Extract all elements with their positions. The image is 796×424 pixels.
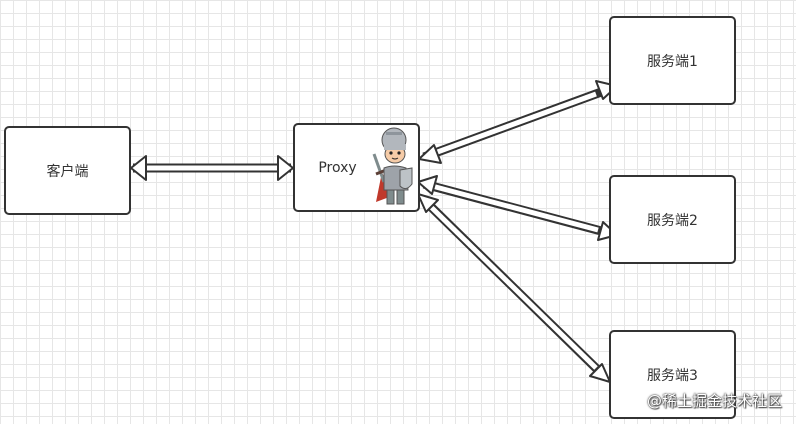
arrow-client-proxy [130, 155, 294, 181]
arrow-proxy-server2 [417, 175, 618, 241]
server1-label: 服务端1 [647, 53, 698, 70]
server1-node: 服务端1 [609, 16, 736, 105]
arrow-proxy-server1 [418, 80, 618, 164]
client-node: 客户端 [4, 126, 131, 215]
knight-icon [372, 127, 413, 205]
proxy-label: Proxy [318, 159, 357, 176]
server2-node: 服务端2 [609, 175, 736, 264]
client-label: 客户端 [46, 163, 89, 180]
server3-node: 服务端3 [609, 330, 736, 419]
server2-label: 服务端2 [647, 212, 698, 229]
server3-label: 服务端3 [647, 367, 698, 384]
arrow-proxy-server3 [417, 193, 611, 383]
watermark: @稀土掘金技术社区 [646, 392, 782, 410]
